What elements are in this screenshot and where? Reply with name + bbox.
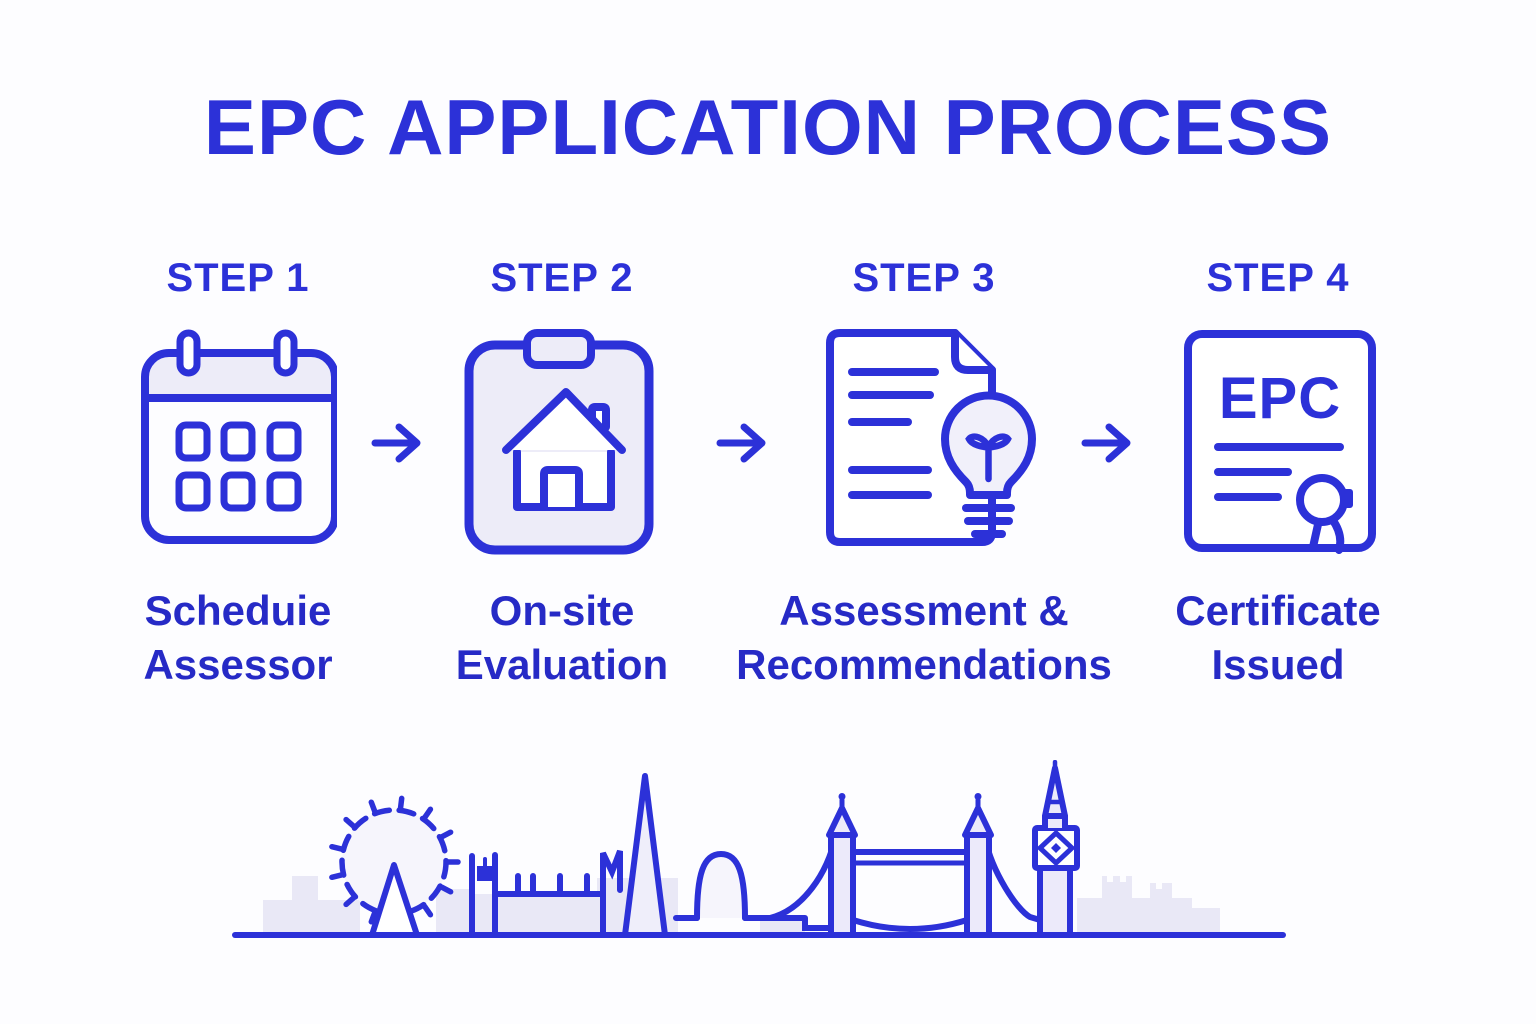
shard-icon [622,773,668,936]
step-column-3: STEP 3 [724,250,1124,720]
step-column-4: STEP 4 EPC Certificate Issued [1128,250,1428,720]
page-title: EPC APPLICATION PROCESS [203,83,1333,171]
step-label: STEP 2 [490,256,634,300]
riverside-buildings [469,849,623,938]
step-label: STEP 1 [166,256,310,300]
arrow-right-icon [716,421,770,465]
arrow-right-icon [1081,421,1135,465]
step-column-2: STEP 2 On-site Evaluation [412,250,712,720]
calendar-icon [137,325,339,565]
gherkin-icon [694,850,748,921]
london-eye-icon [329,795,461,936]
epc-certificate-icon: EPC [1182,330,1378,559]
tower-bridge-icon [673,793,1043,935]
step-column-1: STEP 1 Scheduie Assessor [88,250,388,720]
step-caption: On-site Evaluation [455,587,669,688]
clipboard-house-icon [462,328,657,563]
step-caption: Assessment & Recommendations [736,587,1112,688]
step-caption: Certificate Issued [1175,587,1381,688]
arrow-right-icon [371,421,425,465]
london-skyline-illustration [231,759,1293,942]
document-lightbulb-icon [812,327,1042,567]
epc-text: EPC [1219,366,1341,431]
flag [477,866,493,881]
big-ben-icon [1032,759,1080,935]
step-label: STEP 3 [852,256,996,300]
step-label: STEP 4 [1206,256,1350,300]
step-caption: Scheduie Assessor [143,587,333,688]
